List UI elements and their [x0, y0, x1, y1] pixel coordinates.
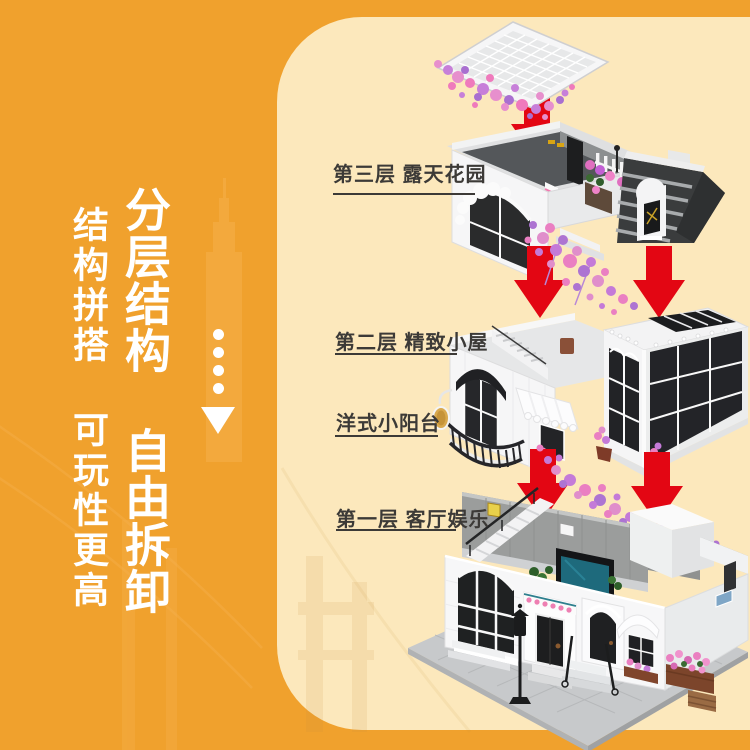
dotted-down-arrow-icon — [201, 329, 235, 434]
second-floor-cottage — [432, 307, 750, 478]
roof-trellis-plate — [434, 21, 610, 120]
wooden-crate — [687, 690, 717, 712]
interior-staircase — [465, 487, 554, 562]
label-floor-2-underline — [335, 353, 457, 355]
label-balcony-text: 洋式小阳台 — [336, 413, 441, 435]
subheadline-vertical: 结构拼搭 可玩性更高 — [68, 206, 109, 611]
third-floor-roof-garden — [447, 121, 725, 285]
scalloped-awning — [515, 387, 579, 432]
label-floor-1-underline — [336, 529, 456, 531]
label-balcony: 洋式小阳台 — [336, 412, 441, 436]
panel-watermark-bridge — [298, 556, 374, 732]
wisteria-cascade-upper — [524, 221, 638, 315]
explode-arrow-right-upper — [633, 246, 685, 318]
stoop-door — [561, 597, 625, 696]
entry-door-section — [523, 591, 577, 689]
background-watermark-skyline — [0, 178, 472, 750]
label-floor-3-underline — [333, 193, 475, 195]
wall-picture-frame — [559, 522, 575, 538]
headline-vertical: 分层结构 自由拆卸 — [119, 186, 171, 615]
label-floor-3-text: 第三层 露天花园 — [333, 164, 487, 186]
triangle-down-icon — [201, 407, 235, 434]
mansard-roof-piece — [615, 150, 725, 243]
black-dome-canopy — [456, 369, 506, 401]
label-floor-1: 第一层 客厅娱乐 — [336, 508, 490, 532]
label-balcony-underline — [335, 435, 438, 437]
window-box-section — [602, 307, 750, 476]
label-floor-2: 第二层 精致小屋 — [335, 331, 489, 355]
dot — [212, 329, 224, 340]
street-lamp — [509, 603, 531, 704]
dot — [212, 365, 224, 376]
dome-awning — [616, 614, 660, 640]
label-floor-1-text: 第一层 客厅娱乐 — [336, 509, 490, 531]
western-style-balcony — [446, 422, 525, 469]
roof-plate-flowers — [434, 60, 575, 120]
label-floor-2-text: 第二层 精致小屋 — [335, 332, 489, 354]
dot — [212, 347, 224, 358]
dot — [212, 383, 224, 394]
flower-planter — [665, 650, 715, 694]
dormer-window — [636, 178, 666, 241]
first-floor-living-room — [408, 487, 749, 750]
label-floor-3: 第三层 露天花园 — [333, 163, 487, 187]
